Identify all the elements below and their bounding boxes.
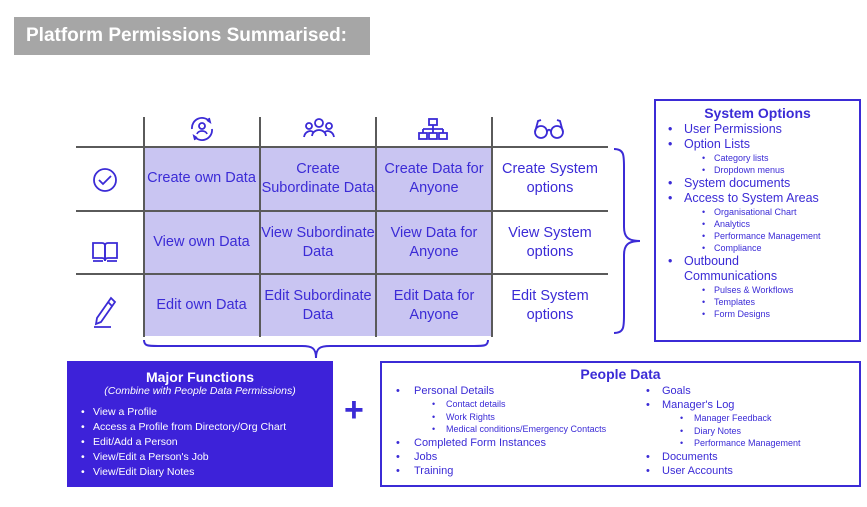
list-subitem: Compliance (662, 242, 853, 254)
book-icon (90, 238, 120, 266)
major-functions-panel: Major Functions (Combine with People Dat… (67, 361, 333, 487)
list-item: Jobs (382, 450, 642, 464)
cell-edit-own: Edit own Data (156, 297, 247, 313)
cell-edit-system: Edit System options (511, 287, 589, 323)
list-subitem: Performance Management (638, 437, 858, 450)
list-subitem: Manager Feedback (638, 412, 858, 425)
list-item: Edit/Add a Person (77, 435, 323, 450)
major-functions-subtitle: (Combine with People Data Permissions) (104, 385, 296, 397)
system-options-panel: System Options User Permissions Option L… (654, 99, 861, 342)
plus-icon: + (344, 391, 364, 429)
list-item: Goals (638, 384, 858, 398)
people-data-panel: People Data Personal Details Contact det… (380, 361, 861, 487)
list-item: Documents (638, 450, 858, 464)
grid-line (491, 117, 493, 337)
cell-edit-anyone: Edit Data for Anyone (393, 287, 475, 323)
list-subitem: Performance Management (662, 230, 853, 242)
cell-create-anyone: Create Data for Anyone (384, 160, 484, 196)
list-item: User Permissions (662, 122, 853, 137)
grid-line (76, 273, 608, 275)
people-data-left-column: Personal Details Contact details Work Ri… (382, 384, 642, 478)
list-item: Access a Profile from Directory/Org Char… (77, 420, 323, 435)
people-data-title: People Data (580, 366, 661, 382)
list-subitem: Pulses & Workflows (662, 284, 853, 296)
list-subitem: Diary Notes (638, 425, 858, 438)
list-item: Manager's Log (638, 398, 858, 412)
cell-create-own: Create own Data (147, 170, 256, 186)
grid-line (375, 117, 377, 337)
list-item: Completed Form Instances (382, 436, 642, 450)
list-subitem: Organisational Chart (662, 206, 853, 218)
list-subitem: Work Rights (382, 411, 642, 424)
list-subitem: Dropdown menus (662, 164, 853, 176)
grid-line (76, 210, 608, 212)
glasses-icon (531, 115, 567, 143)
grid-line (143, 117, 145, 337)
check-circle-icon (90, 165, 120, 195)
right-brace (613, 148, 641, 334)
list-item: Outbound Communications (662, 254, 784, 284)
list-item: View/Edit Diary Notes (77, 465, 323, 480)
users-group-icon (302, 115, 336, 143)
cell-edit-subordinate: Edit Subordinate Data (264, 287, 372, 323)
people-data-right-column: Goals Manager's Log Manager Feedback Dia… (638, 384, 858, 478)
list-item: Training (382, 464, 642, 478)
list-subitem: Analytics (662, 218, 853, 230)
list-item: User Accounts (638, 464, 858, 478)
org-chart-icon (416, 115, 450, 143)
major-functions-title: Major Functions (145, 369, 255, 385)
list-item: Access to System Areas (662, 191, 853, 206)
bottom-brace (143, 339, 489, 359)
user-cycle-icon (186, 115, 218, 143)
cell-view-own: View own Data (153, 234, 250, 250)
list-item: System documents (662, 176, 853, 191)
cell-create-system: Create System options (502, 160, 598, 196)
cell-view-subordinate: View Subordinate Data (261, 224, 375, 260)
grid-line (259, 117, 261, 337)
list-subitem: Templates (662, 296, 853, 308)
shaded-region (144, 147, 491, 336)
list-subitem: Form Designs (662, 308, 853, 320)
list-subitem: Category lists (662, 152, 853, 164)
system-options-title: System Options (704, 105, 811, 121)
list-item: View a Profile (77, 405, 323, 420)
cell-view-system: View System options (508, 224, 592, 260)
list-item: View/Edit a Person's Job (77, 450, 323, 465)
cell-view-anyone: View Data for Anyone (390, 224, 478, 260)
list-subitem: Medical conditions/Emergency Contacts (382, 423, 642, 436)
cell-create-subordinate: Create Subordinate Data (261, 160, 375, 196)
list-subitem: Contact details (382, 398, 642, 411)
page-title: Platform Permissions Summarised: (14, 17, 370, 55)
grid-line (76, 146, 608, 148)
pencil-icon (90, 295, 120, 329)
list-item: Personal Details (382, 384, 642, 398)
list-item: Option Lists (662, 137, 853, 152)
